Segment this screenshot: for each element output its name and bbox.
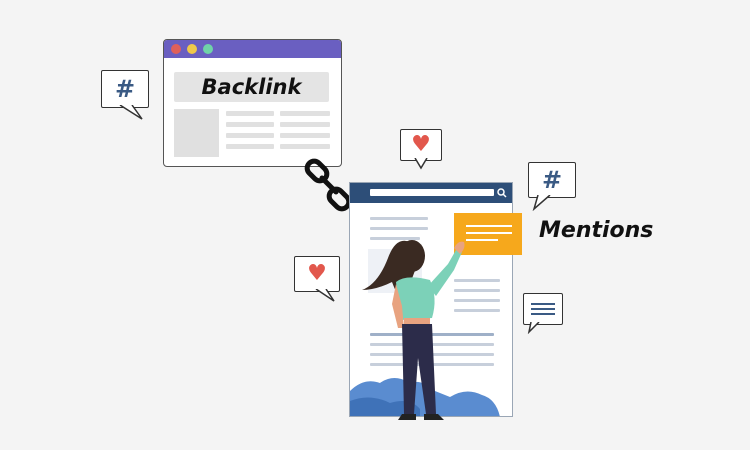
chain-link-icon bbox=[304, 158, 352, 212]
text-line bbox=[226, 111, 274, 116]
bubble-tail bbox=[119, 105, 143, 120]
text-lines-icon bbox=[531, 303, 555, 315]
text-line bbox=[280, 122, 330, 127]
heart-icon: ♥ bbox=[307, 261, 327, 286]
text-line bbox=[280, 111, 330, 116]
bubble-tail bbox=[414, 158, 428, 170]
heart-bubble: ♥ bbox=[400, 129, 442, 161]
text-line bbox=[370, 217, 428, 220]
text-line bbox=[280, 144, 330, 149]
minimize-dot-icon bbox=[187, 44, 197, 54]
bubble-tail bbox=[532, 195, 551, 211]
mentions-label: Mentions bbox=[539, 218, 654, 243]
search-icon[interactable] bbox=[497, 188, 507, 198]
highlight-line bbox=[466, 225, 512, 227]
text-line bbox=[280, 133, 330, 138]
text-line bbox=[226, 133, 274, 138]
close-dot-icon bbox=[171, 44, 181, 54]
maximize-dot-icon bbox=[203, 44, 213, 54]
heart-bubble: ♥ bbox=[294, 256, 340, 292]
hashtag-bubble: # bbox=[528, 162, 576, 198]
highlight-line bbox=[466, 239, 498, 241]
heart-icon: ♥ bbox=[411, 132, 431, 157]
mention-highlight[interactable] bbox=[454, 213, 522, 255]
bubble-tail bbox=[315, 289, 335, 302]
page-header-bar bbox=[350, 183, 512, 203]
text-line bbox=[454, 299, 500, 302]
text-line bbox=[454, 309, 500, 312]
text-line bbox=[226, 122, 274, 127]
hashtag-icon: # bbox=[541, 166, 563, 194]
hashtag-bubble: # bbox=[101, 70, 149, 108]
text-line bbox=[226, 144, 274, 149]
image-placeholder bbox=[174, 109, 219, 157]
comment-bubble bbox=[523, 293, 563, 325]
hashtag-icon: # bbox=[114, 75, 136, 103]
woman-illustration bbox=[362, 240, 465, 420]
backlink-window: Backlink bbox=[163, 39, 342, 167]
text-line bbox=[370, 227, 428, 230]
bubble-tail bbox=[527, 322, 540, 334]
window-title-bar bbox=[164, 40, 341, 58]
highlight-line bbox=[466, 232, 512, 234]
text-line bbox=[454, 279, 500, 282]
backlink-title: Backlink bbox=[174, 72, 329, 102]
search-bar[interactable] bbox=[370, 189, 494, 196]
text-line bbox=[454, 289, 500, 292]
text-line bbox=[370, 237, 420, 240]
